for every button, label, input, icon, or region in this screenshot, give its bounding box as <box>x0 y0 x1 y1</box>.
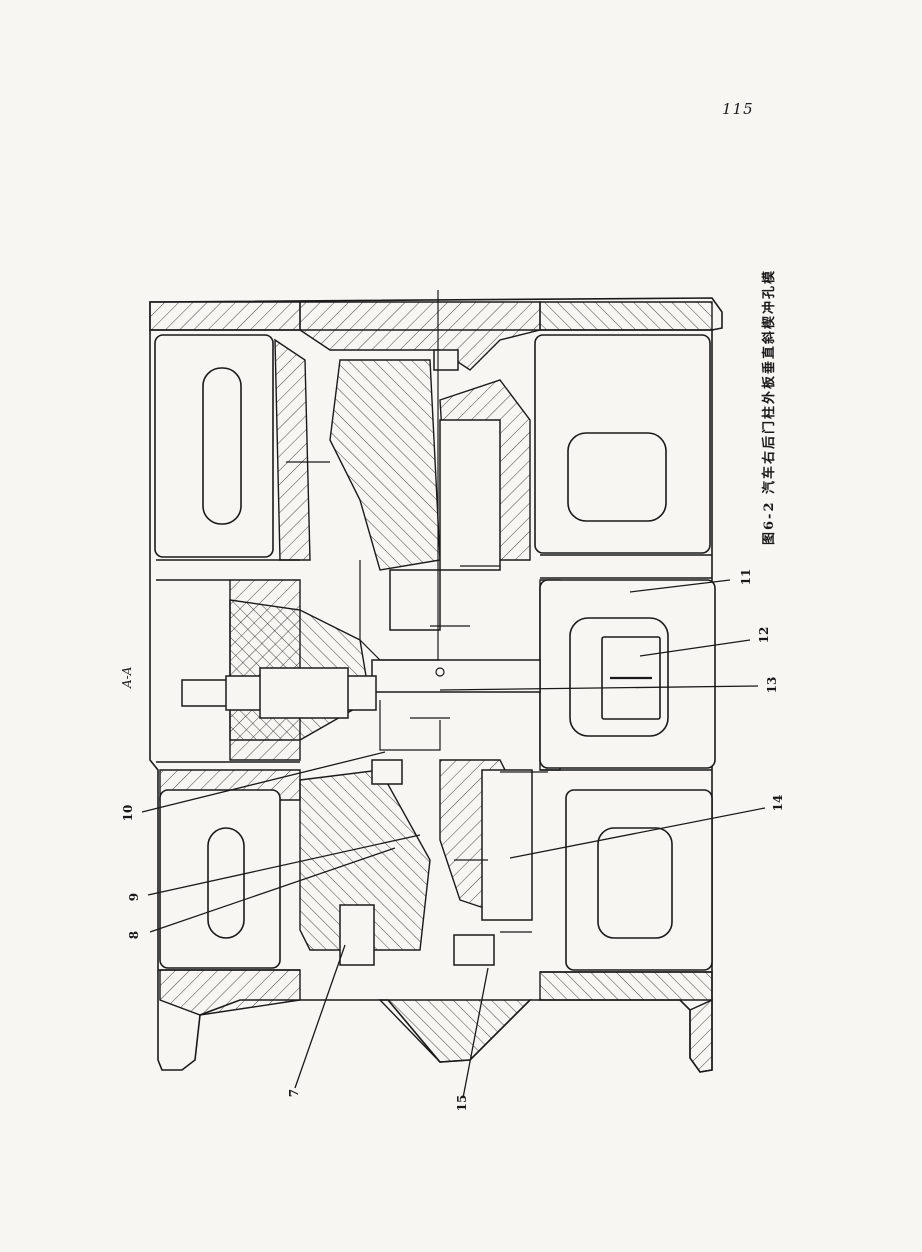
callout-13: 13 <box>765 676 779 694</box>
callout-15: 15 <box>455 1094 469 1112</box>
callout-8: 8 <box>127 930 141 940</box>
callout-11: 11 <box>739 568 753 586</box>
callout-14: 14 <box>771 794 785 812</box>
page-number: 115 <box>722 100 754 118</box>
callout-7: 7 <box>287 1088 301 1098</box>
callout-9: 9 <box>127 892 141 902</box>
callout-10: 10 <box>121 804 135 822</box>
callout-12: 12 <box>757 626 771 644</box>
